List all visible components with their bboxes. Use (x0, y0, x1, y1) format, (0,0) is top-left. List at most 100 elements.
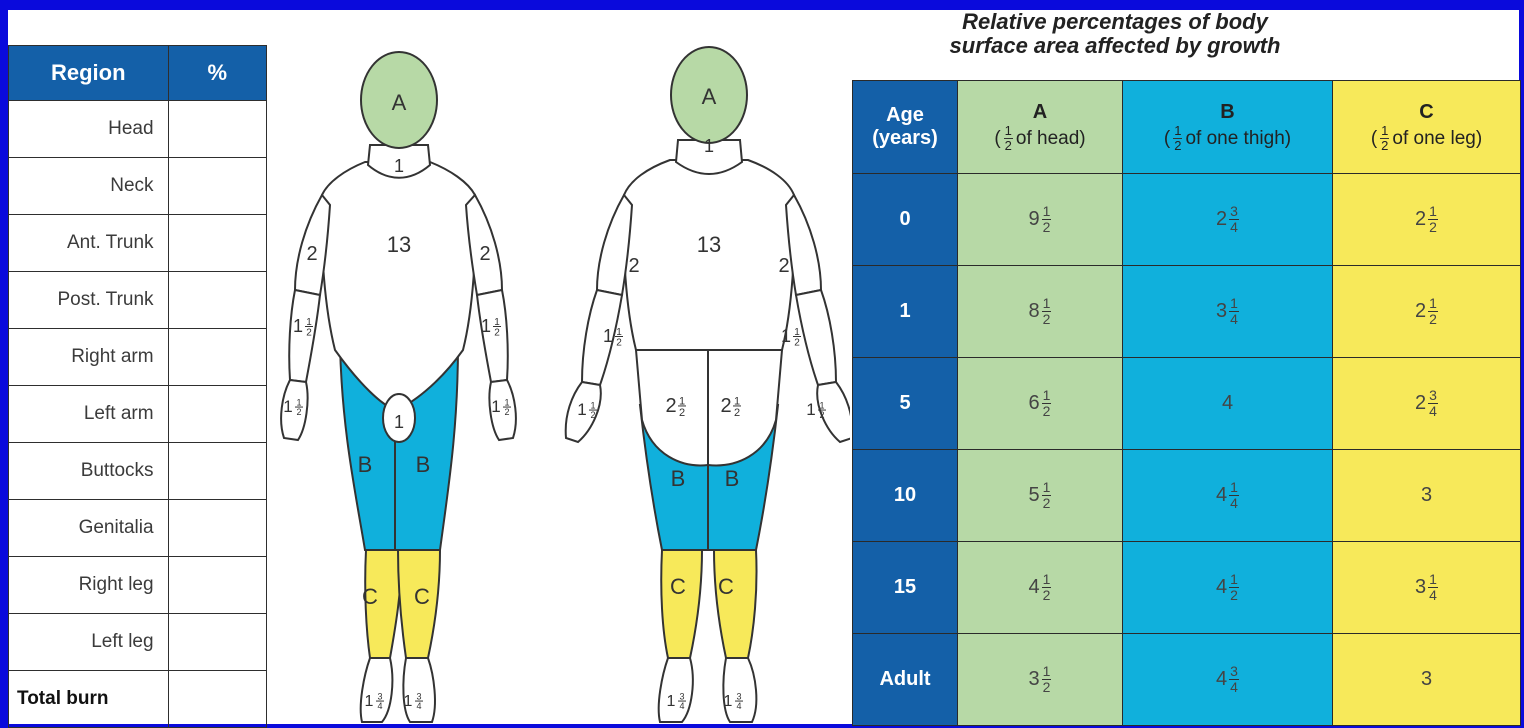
front-upper-arm-label: 2 (306, 243, 317, 265)
back-leg-region-c (661, 550, 702, 658)
value-text: 212 (1415, 300, 1438, 322)
region-percent-cell[interactable] (168, 500, 266, 557)
percent-column-header: % (168, 46, 266, 101)
total-burn-row: Total burn (9, 671, 267, 728)
label-denominator: 4 (377, 701, 382, 711)
label-whole: 1 (365, 693, 374, 710)
front-genitalia-label: 1 (394, 412, 404, 432)
back-leg-region-c-left (714, 550, 757, 658)
region-row: Right arm (9, 329, 267, 386)
age-header-line-1: Age (886, 104, 924, 126)
fraction: 12 (1042, 572, 1052, 603)
cell-b: 414 (1123, 450, 1333, 542)
column-description: (12of head) (994, 128, 1085, 149)
column-header-b: B(12of one thigh) (1123, 81, 1333, 174)
age-cell: 0 (853, 174, 958, 266)
region-percent-cell[interactable] (168, 101, 266, 158)
region-percent-cell[interactable] (168, 158, 266, 215)
label-whole: 1 (293, 316, 303, 336)
cell-c: 314 (1333, 542, 1521, 634)
region-name: Left arm (9, 386, 169, 443)
age-cell: 10 (853, 450, 958, 542)
back-leg-label: C (718, 574, 734, 599)
cell-c: 3 (1333, 450, 1521, 542)
front-neck-label: 1 (394, 156, 404, 176)
region-percent-cell[interactable] (168, 614, 266, 671)
front-leg-label: C (362, 584, 378, 609)
label-denominator: 2 (679, 407, 685, 419)
front-forearm-right (289, 290, 320, 382)
region-name: Ant. Trunk (9, 215, 169, 272)
label-denominator: 2 (296, 407, 301, 417)
back-forearm-left (796, 290, 836, 385)
column-letter: B (1123, 101, 1332, 124)
label-denominator: 2 (494, 328, 500, 339)
region-percent-cell[interactable] (168, 272, 266, 329)
fraction: 14 (1229, 480, 1239, 511)
value-text: 234 (1216, 208, 1239, 230)
back-thigh-label: B (671, 466, 686, 491)
back-upper-arm-label: 2 (778, 255, 789, 277)
cell-c: 212 (1333, 174, 1521, 266)
label-denominator: 2 (504, 407, 509, 417)
region-percent-cell[interactable] (168, 215, 266, 272)
growth-row: 15 412 412 314 (853, 542, 1521, 634)
label-whole: 2 (665, 395, 676, 417)
total-burn-cell[interactable] (168, 671, 266, 728)
growth-row: 56124234 (853, 358, 1521, 450)
fraction: 12 (1004, 124, 1013, 153)
value-text: 3 (1421, 668, 1432, 690)
label-denominator: 2 (819, 410, 824, 420)
age-cell: 1 (853, 266, 958, 358)
back-leg-label: C (670, 574, 686, 599)
front-upper-arm-label: 2 (479, 243, 490, 265)
fraction: 34 (1428, 388, 1438, 419)
column-description: (12of one leg) (1371, 128, 1482, 149)
back-upper-arm-label: 2 (628, 255, 639, 277)
age-column-header: Age (years) (853, 81, 958, 174)
age-cell: 15 (853, 542, 958, 634)
label-denominator: 4 (416, 701, 421, 711)
region-percent-cell[interactable] (168, 386, 266, 443)
label-denominator: 2 (734, 407, 740, 419)
region-row: Head (9, 101, 267, 158)
label-whole: 1 (667, 693, 676, 710)
front-trunk-label: 13 (387, 232, 411, 257)
region-row: Left arm (9, 386, 267, 443)
back-thigh-label: B (725, 466, 740, 491)
value-text: 314 (1216, 300, 1239, 322)
region-percent-cell[interactable] (168, 557, 266, 614)
back-forearm-label: 112 (603, 326, 623, 349)
region-row: Genitalia (9, 500, 267, 557)
growth-title-line-1: Relative percentages of body (905, 10, 1325, 34)
region-row: Post. Trunk (9, 272, 267, 329)
cell-a: 912 (958, 174, 1123, 266)
region-percent-cell[interactable] (168, 329, 266, 386)
region-percent-cell[interactable] (168, 443, 266, 500)
back-foot-left (723, 658, 756, 722)
label-whole: 1 (481, 316, 491, 336)
region-row: Right leg (9, 557, 267, 614)
cell-a: 412 (958, 542, 1123, 634)
column-letter: A (958, 101, 1122, 124)
region-name: Neck (9, 158, 169, 215)
region-name: Genitalia (9, 500, 169, 557)
region-row: Ant. Trunk (9, 215, 267, 272)
age-header-line-2: (years) (872, 127, 938, 149)
label-whole: 1 (806, 400, 815, 419)
value-text: 412 (1216, 576, 1239, 598)
fraction: 12 (1380, 124, 1389, 153)
